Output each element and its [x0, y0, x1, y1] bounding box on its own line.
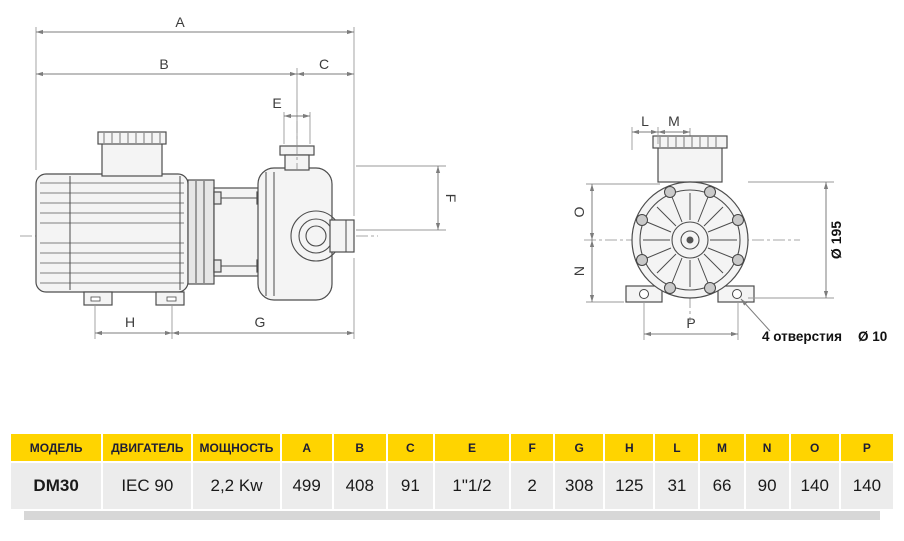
front-terminal-box: [657, 145, 723, 183]
cell-b: 408: [333, 463, 386, 509]
tie-bolt-nut: [213, 259, 222, 273]
col-header-b: B: [333, 434, 386, 461]
suction-nozzle: [329, 219, 355, 253]
front-view: L M O N Ø 195 P 4 отверстия Ø 10: [571, 113, 887, 344]
col-header-f: F: [511, 434, 554, 461]
foot-hole-left: [639, 289, 649, 299]
motor-body: [35, 173, 189, 293]
front-terminal-lid: [652, 135, 728, 149]
cell-e: 1"1/2: [434, 463, 510, 509]
casing-bolt: [732, 214, 744, 226]
casing-bolt: [664, 282, 676, 294]
col-header-motor: ДВИГАТЕЛЬ: [103, 434, 192, 461]
col-header-o: O: [790, 434, 839, 461]
casing-bolt: [704, 282, 716, 294]
casing-bolt: [636, 254, 648, 266]
cell-g: 308: [555, 463, 604, 509]
holes-leader-line: [740, 298, 771, 332]
col-header-c: C: [387, 434, 433, 461]
dim-label-f: F: [443, 194, 459, 203]
dim-label-g: G: [255, 314, 266, 330]
side-view: A B C E F H G: [20, 14, 459, 339]
cell-a: 499: [281, 463, 332, 509]
casing-bolt: [732, 254, 744, 266]
table-data-row: DM30 IEC 90 2,2 Kw 499 408 91 1"1/2 2 30…: [11, 463, 893, 509]
suction-eye-ring: [305, 225, 327, 247]
cell-m: 66: [700, 463, 744, 509]
dim-label-p: P: [686, 315, 695, 331]
col-header-model: МОДЕЛЬ: [11, 434, 102, 461]
col-header-a: A: [281, 434, 332, 461]
cell-model: DM30: [11, 463, 102, 509]
cell-n: 90: [745, 463, 789, 509]
shaft-center: [686, 236, 694, 244]
col-header-n: N: [745, 434, 789, 461]
terminal-box-hatch: [103, 133, 161, 143]
cell-c: 91: [387, 463, 433, 509]
radial-fins: [643, 193, 737, 287]
dim-label-o: O: [571, 206, 587, 217]
table-shadow: [24, 511, 880, 520]
pump-casing: [257, 167, 333, 301]
dim-label-diameter: Ø 195: [828, 221, 844, 259]
dim-label-h: H: [125, 314, 135, 330]
casing-bolt: [636, 214, 648, 226]
tie-bolt-nut: [213, 191, 222, 205]
col-header-l: L: [655, 434, 699, 461]
dim-label-a: A: [175, 14, 185, 30]
front-lid-hatch: [659, 137, 717, 147]
terminal-box-lid: [97, 131, 167, 145]
col-header-e: E: [434, 434, 510, 461]
technical-drawing: A B C E F H G: [20, 14, 887, 344]
col-header-p: P: [840, 434, 893, 461]
pump-face-inner: [639, 189, 741, 291]
holes-note: 4 отверстия: [762, 329, 842, 344]
foot-slot-left: [90, 296, 101, 302]
col-header-power: МОЩНОСТЬ: [193, 434, 280, 461]
cell-f: 2: [511, 463, 554, 509]
cell-p: 140: [840, 463, 893, 509]
foot-slot-right: [166, 296, 177, 302]
dim-label-b: B: [159, 56, 168, 72]
holes-diameter: Ø 10: [858, 329, 887, 344]
dim-label-m: M: [668, 113, 680, 129]
dim-label-n: N: [571, 266, 587, 276]
table-header-row: МОДЕЛЬ ДВИГАТЕЛЬ МОЩНОСТЬ A B C E F G H …: [11, 434, 893, 461]
hub-ring: [671, 221, 709, 259]
terminal-box: [101, 141, 163, 177]
dim-label-l: L: [641, 113, 649, 129]
dim-label-e: E: [272, 95, 281, 111]
cell-l: 31: [655, 463, 699, 509]
col-header-g: G: [555, 434, 604, 461]
cell-h: 125: [605, 463, 654, 509]
dimension-table: МОДЕЛЬ ДВИГАТЕЛЬ МОЩНОСТЬ A B C E F G H …: [9, 432, 895, 511]
cell-motor: IEC 90: [103, 463, 192, 509]
foot-hole-right: [732, 289, 742, 299]
casing-bolt: [704, 186, 716, 198]
drive-flange: [187, 179, 215, 285]
motor-fins: [40, 182, 184, 284]
cell-o: 140: [790, 463, 839, 509]
dim-label-c: C: [319, 56, 329, 72]
cell-power: 2,2 Kw: [193, 463, 280, 509]
col-header-m: M: [700, 434, 744, 461]
shaft-ring: [680, 230, 700, 250]
col-header-h: H: [605, 434, 654, 461]
casing-bolt: [664, 186, 676, 198]
